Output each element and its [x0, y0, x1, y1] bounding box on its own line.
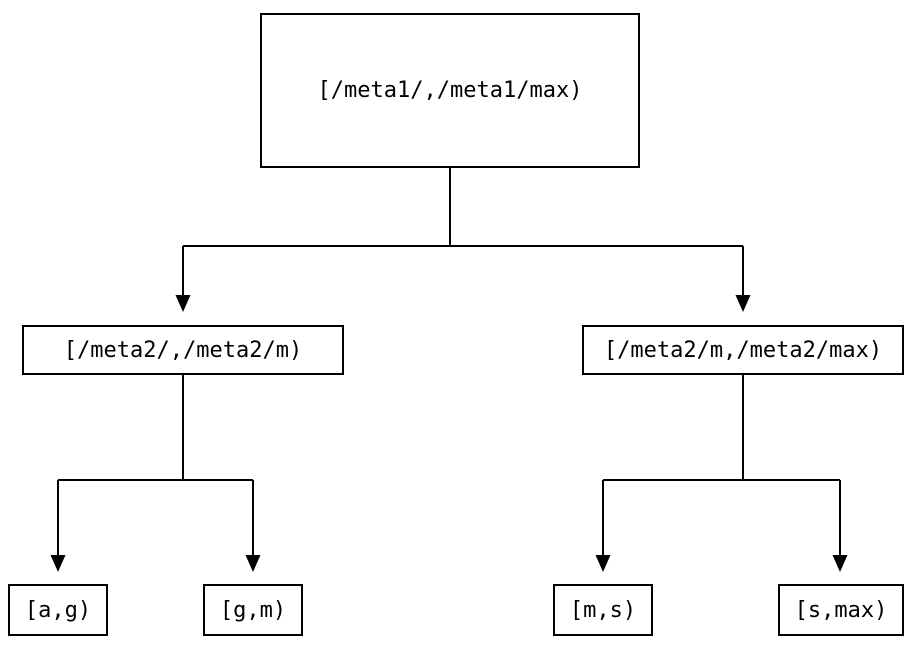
node-leaf-ag: [a,g): [8, 584, 108, 636]
node-leaf-gm: [g,m): [203, 584, 303, 636]
node-label: [m,s): [569, 597, 637, 623]
node-label: [/meta1/,/meta1/max): [317, 78, 583, 103]
arrowhead-icon: [595, 555, 611, 572]
node-label: [g,m): [219, 597, 287, 623]
node-leaf-ms: [m,s): [553, 584, 653, 636]
node-meta2-left-interval: [/meta2/,/meta2/m): [22, 325, 344, 375]
node-label: [/meta2/,/meta2/m): [63, 337, 303, 363]
arrowhead-icon: [832, 555, 848, 572]
node-meta2-right-interval: [/meta2/m,/meta2/max): [582, 325, 904, 375]
arrowhead-icon: [245, 555, 261, 572]
arrowhead-icon: [735, 295, 751, 312]
node-label: [a,g): [24, 597, 92, 623]
node-leaf-smax: [s,max): [778, 584, 904, 636]
arrowhead-icon: [50, 555, 66, 572]
node-label: [s,max): [794, 597, 888, 623]
node-root-interval: [/meta1/,/meta1/max): [260, 13, 640, 168]
arrowhead-icon: [175, 295, 191, 312]
node-label: [/meta2/m,/meta2/max): [603, 337, 883, 363]
